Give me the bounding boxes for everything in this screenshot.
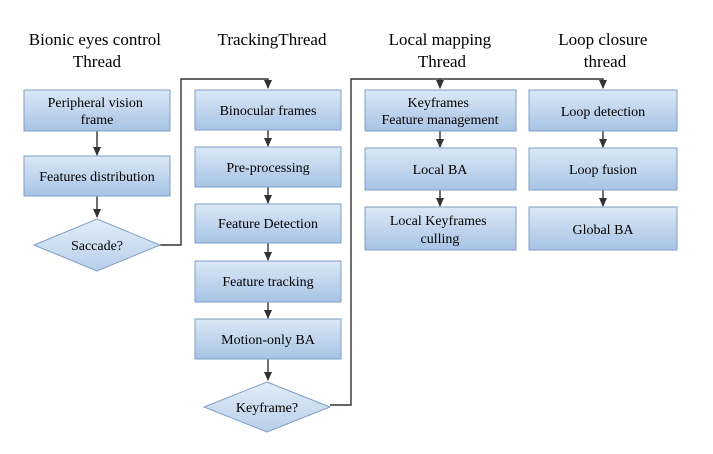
node-pre-processing: Pre-processing (194, 146, 342, 188)
node-label: Features distribution (39, 170, 155, 185)
node-keyframe-decision: Keyframe? (202, 381, 332, 433)
node-loop-detection: Loop detection (528, 89, 678, 132)
edge-to-loop-detection (440, 78, 607, 89)
node-binocular-frames: Binocular frames (194, 89, 342, 131)
node-label: Saccade? (71, 239, 123, 254)
node-label: Local Keyframes culling (390, 214, 490, 247)
node-label: Keyframes Feature management (381, 96, 498, 128)
node-motion-only-ba: Motion-only BA (194, 318, 342, 360)
node-peripheral-vision-frame: Peripheral vision frame (23, 89, 171, 132)
node-label: Peripheral vision frame (48, 96, 147, 128)
node-label: Pre-processing (226, 161, 309, 176)
node-feature-detection: Feature Detection (194, 203, 342, 244)
node-label: Feature tracking (222, 275, 313, 290)
edges (93, 78, 607, 406)
heading-tracking-thread: TrackingThread (218, 30, 327, 49)
node-label: Global BA (572, 223, 634, 238)
node-global-ba: Global BA (528, 206, 678, 251)
node-local-ba: Local BA (364, 147, 517, 191)
node-features-distribution: Features distribution (23, 155, 171, 197)
node-label: Binocular frames (220, 104, 317, 119)
heading-local-mapping-thread: Local mapping Thread (389, 30, 496, 71)
node-feature-tracking: Feature tracking (194, 260, 342, 303)
edge-keyframe-to-kf-management (330, 78, 444, 406)
node-keyframes-feature-management: Keyframes Feature management (364, 89, 517, 132)
node-local-keyframes-culling: Local Keyframes culling (364, 206, 517, 251)
node-label: Motion-only BA (221, 333, 316, 348)
node-label: Loop detection (561, 105, 645, 120)
node-label: Loop fusion (569, 163, 637, 178)
node-label: Local BA (413, 163, 469, 178)
edge-saccade-to-binocular (160, 78, 272, 246)
node-loop-fusion: Loop fusion (528, 147, 678, 191)
node-saccade-decision: Saccade? (32, 218, 162, 272)
heading-bionic-eyes-thread: Bionic eyes control Thread (29, 30, 165, 71)
node-label: Feature Detection (218, 217, 318, 232)
node-label: Keyframe? (236, 401, 298, 416)
heading-loop-closure-thread: Loop closure thread (558, 30, 651, 71)
